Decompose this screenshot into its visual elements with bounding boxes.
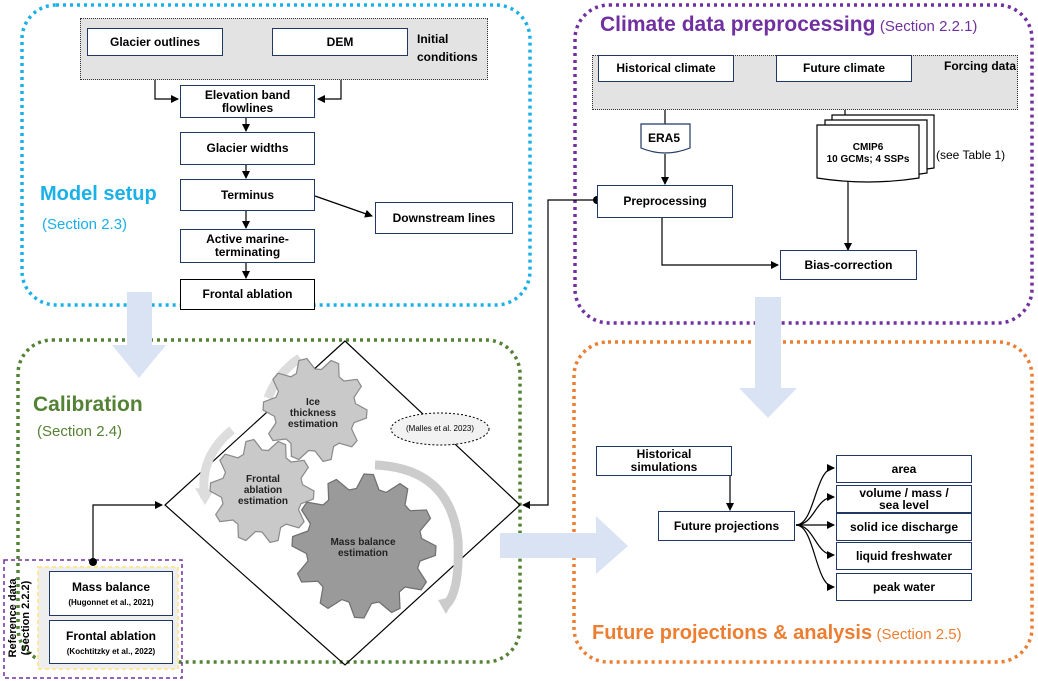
malles-label: (Malles et al. 2023) [405,424,475,433]
arrow-reference-to-calibration [92,501,163,562]
output-peak-water-box: peak water [836,573,972,601]
historical-simulations-box: Historical simulations [596,446,732,476]
era5-document [640,123,691,154]
glacier-widths-box: Glacier widths [180,132,315,165]
frontal-ablation-reference-label: Frontal ablation [66,628,156,643]
frontal-ablation-estimation-label: Frontal ablation estimation [237,474,288,507]
mass-balance-gear [291,473,437,619]
forcing-data-label: Forcing data [944,59,1017,73]
bias-correction-box: Bias-correction [780,250,917,280]
terminus-box: Terminus [180,179,315,211]
downstream-lines-box: Downstream lines [375,202,513,234]
dem-box: DEM [272,28,408,56]
future-climate-box: Future climate [776,55,912,82]
active-marine-box: Active marine- terminating [180,229,315,263]
fan-arrows [795,464,835,591]
arrow-preprocessing-to-calibration [522,199,597,509]
calibration-section: (Section 2.4) [37,423,123,440]
ice-thickness-label: Ice thickness estimation [287,397,338,430]
hugonnet-citation: (Hugonnet et al., 2021) [68,598,154,607]
initial-conditions-label: Initial conditions [417,32,478,64]
model-setup-frame [20,3,532,307]
cycle-arrowhead-right [438,596,456,614]
climate-frame [573,3,1034,325]
kochtitzky-citation: (Kochtitzky et al., 2022) [66,646,156,656]
output-solid-ice-box: solid ice discharge [836,513,972,541]
big-arrow-calibration-to-future [500,516,628,574]
cycle-arrowhead-left [195,488,214,505]
reference-outer-frame [3,559,183,679]
future-projections-box: Future projections [658,511,795,541]
output-liquid-freshwater-box: liquid freshwater [836,542,972,570]
cmip6-document-stack [816,114,935,183]
frontal-ablation-setup-box: Frontal ablation [180,279,315,310]
ice-thickness-gear [262,357,368,463]
malles-ellipse [390,412,490,446]
cycle-arrow-right [374,460,463,609]
era5-label: ERA5 [648,131,681,145]
future-frame [572,340,1034,664]
arrow-terminus-to-downstream [314,195,373,218]
future-title: Future projections & analysis (Section 2… [592,622,962,645]
arrow-preprocessing-to-bias [661,218,779,269]
model-setup-title: Model setup [40,183,157,205]
arrow-historical-to-future [715,473,734,511]
mass-balance-reference-label: Mass balance [71,580,151,594]
future-title-text: Future projections & analysis [592,622,873,644]
elevation-band-box: Elevation band flowlines [180,85,315,118]
mass-balance-estimation-label: Mass balance estimation [330,537,396,559]
big-arrow-setup-to-calibration [112,292,166,378]
mass-balance-reference-box: Mass balance (Hugonnet et al., 2021) [49,571,173,616]
climate-section: (Section 2.2.1) [879,18,978,35]
see-table-label: (see Table 1) [936,148,1006,162]
climate-title-text: Climate data preprocessing [600,13,876,36]
output-volume-box: volume / mass / sea level [836,485,972,513]
calibration-frame [16,338,522,664]
connector-dot-reference [89,558,97,566]
calibration-title: Calibration [33,393,143,416]
cmip6-label: CMIP6 10 GCMs; 4 SSPs [826,142,910,165]
reference-data-title: Reference data (Section 2.2.2) [7,578,32,658]
model-setup-section: (Section 2.3) [42,216,128,233]
big-arrow-climate-to-future [739,297,797,418]
historical-climate-box: Historical climate [598,55,734,82]
frontal-ablation-reference-box: Frontal ablation (Kochtitzky et al., 202… [49,620,173,664]
glacier-outlines-box: Glacier outlines [87,28,223,56]
output-area-box: area [836,455,972,483]
climate-title: Climate data preprocessing (Section 2.2.… [600,13,977,37]
preprocessing-box: Preprocessing [597,185,733,218]
future-section: (Section 2.5) [876,626,962,643]
frontal-ablation-gear [209,438,315,544]
calibration-diamond [164,340,521,666]
